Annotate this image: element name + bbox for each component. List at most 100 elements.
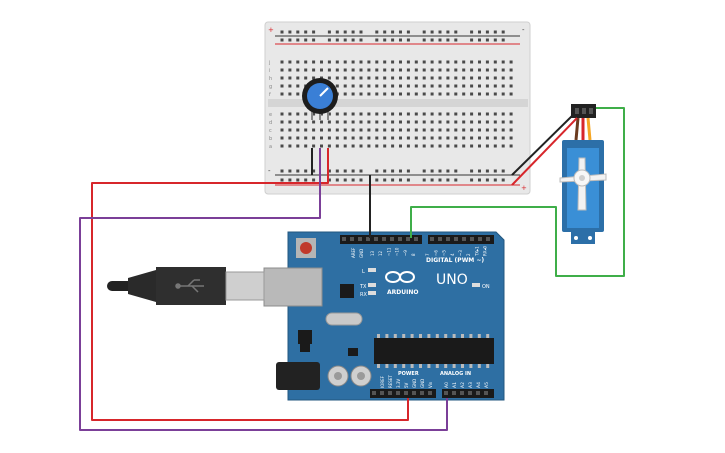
breadboard-hole: [288, 144, 292, 148]
breadboard-hole: [470, 76, 474, 80]
pin-hole: [420, 391, 424, 395]
breadboard-hole: [485, 136, 489, 140]
breadboard-hole: [422, 92, 426, 96]
breadboard-hole: [304, 68, 308, 72]
digital-header-1: [340, 235, 422, 244]
breadboard-hole: [320, 120, 323, 124]
breadboard-hole: [430, 120, 434, 124]
breadboard-hole: [335, 128, 339, 132]
breadboard-hole: [438, 68, 442, 72]
breadboard-hole: [335, 169, 339, 173]
breadboard-hole: [430, 178, 434, 182]
breadboard-hole: [462, 76, 466, 80]
breadboard-hole: [493, 136, 497, 140]
wire-red-5v[interactable]: [91, 148, 409, 421]
wires[interactable]: [79, 107, 625, 431]
breadboard-hole: [438, 76, 442, 80]
breadboard-hole: [335, 136, 339, 140]
breadboard-hole: [509, 68, 513, 72]
digital-pin-label: 12: [378, 250, 383, 256]
breadboard-hole: [509, 120, 513, 124]
pin-hole: [486, 237, 490, 241]
digital-pin-label: ~5: [442, 250, 447, 256]
breadboard-hole: [288, 136, 292, 140]
pin-hole: [396, 391, 400, 395]
wire-red-servo-power[interactable]: [511, 117, 578, 186]
potentiometer[interactable]: [302, 78, 338, 120]
breadboard-hole: [288, 60, 292, 64]
breadboard-hole: [335, 144, 339, 148]
wire-purple-a0[interactable]: [79, 148, 448, 431]
servo-horn[interactable]: [559, 157, 607, 211]
breadboard-hole: [335, 38, 339, 42]
breadboard-hole: [375, 84, 379, 88]
breadboard-hole: [280, 68, 284, 72]
breadboard-hole: [454, 178, 458, 182]
breadboard-hole: [493, 144, 497, 148]
breadboard-hole: [462, 136, 466, 140]
row-letter: d: [269, 120, 272, 126]
breadboard-hole: [430, 84, 434, 88]
breadboard-hole: [343, 169, 347, 173]
breadboard-hole: [485, 68, 489, 72]
wire-black-servo-gnd[interactable]: [511, 113, 575, 176]
breadboard-hole: [288, 128, 292, 132]
breadboard-hole: [327, 112, 331, 116]
breadboard-hole: [414, 112, 418, 116]
breadboard-hole: [343, 60, 347, 64]
breadboard-hole: [399, 128, 402, 132]
row-letter: i: [269, 68, 270, 74]
analog-pin-label: A5: [484, 382, 490, 388]
breadboard-hole: [493, 84, 497, 88]
breadboard-hole: [359, 76, 363, 80]
breadboard-hole: [470, 144, 474, 148]
breadboard-hole: [485, 38, 489, 42]
breadboard-hole: [501, 60, 505, 64]
breadboard-hole: [454, 144, 458, 148]
servo-motor[interactable]: [559, 104, 607, 244]
digital-pin-label: ~10: [395, 247, 400, 256]
pin-hole: [350, 237, 354, 241]
breadboard-hole: [399, 136, 402, 140]
pin-hole: [460, 391, 464, 395]
breadboard-hole: [493, 68, 497, 72]
breadboard-hole: [296, 136, 300, 140]
usb-plug-metal: [225, 271, 265, 301]
breadboard-hole: [343, 178, 347, 182]
breadboard-hole: [478, 76, 481, 80]
breadboard-hole: [375, 112, 379, 116]
connector-pin: [589, 108, 593, 114]
breadboard-hole: [367, 112, 371, 116]
breadboard-hole: [327, 128, 331, 132]
breadboard-hole: [485, 112, 489, 116]
row-letter: g: [269, 84, 272, 90]
breadboard-hole: [304, 30, 308, 34]
breadboard-hole: [296, 84, 300, 88]
breadboard-hole: [501, 30, 505, 34]
breadboard-hole: [280, 144, 284, 148]
digital-pin-label: TX▸1: [474, 246, 479, 257]
reset-button[interactable]: [300, 242, 312, 254]
breadboard-hole: [470, 112, 474, 116]
breadboard-hole: [375, 30, 379, 34]
power-header: [370, 389, 436, 398]
breadboard-hole: [367, 120, 371, 124]
breadboard-hole: [493, 38, 497, 42]
usb-cable[interactable]: [107, 267, 265, 305]
pin-hole: [374, 237, 378, 241]
chip-pin: [393, 334, 397, 338]
breadboard-hole: [304, 144, 308, 148]
breadboard-hole: [430, 76, 434, 80]
breadboard-hole: [470, 38, 474, 42]
breadboard-hole: [391, 169, 395, 173]
analog-pin-label: A2: [460, 382, 466, 388]
breadboard-hole: [485, 128, 489, 132]
wire-green-signal[interactable]: [410, 107, 625, 277]
row-letter: f: [269, 92, 271, 98]
